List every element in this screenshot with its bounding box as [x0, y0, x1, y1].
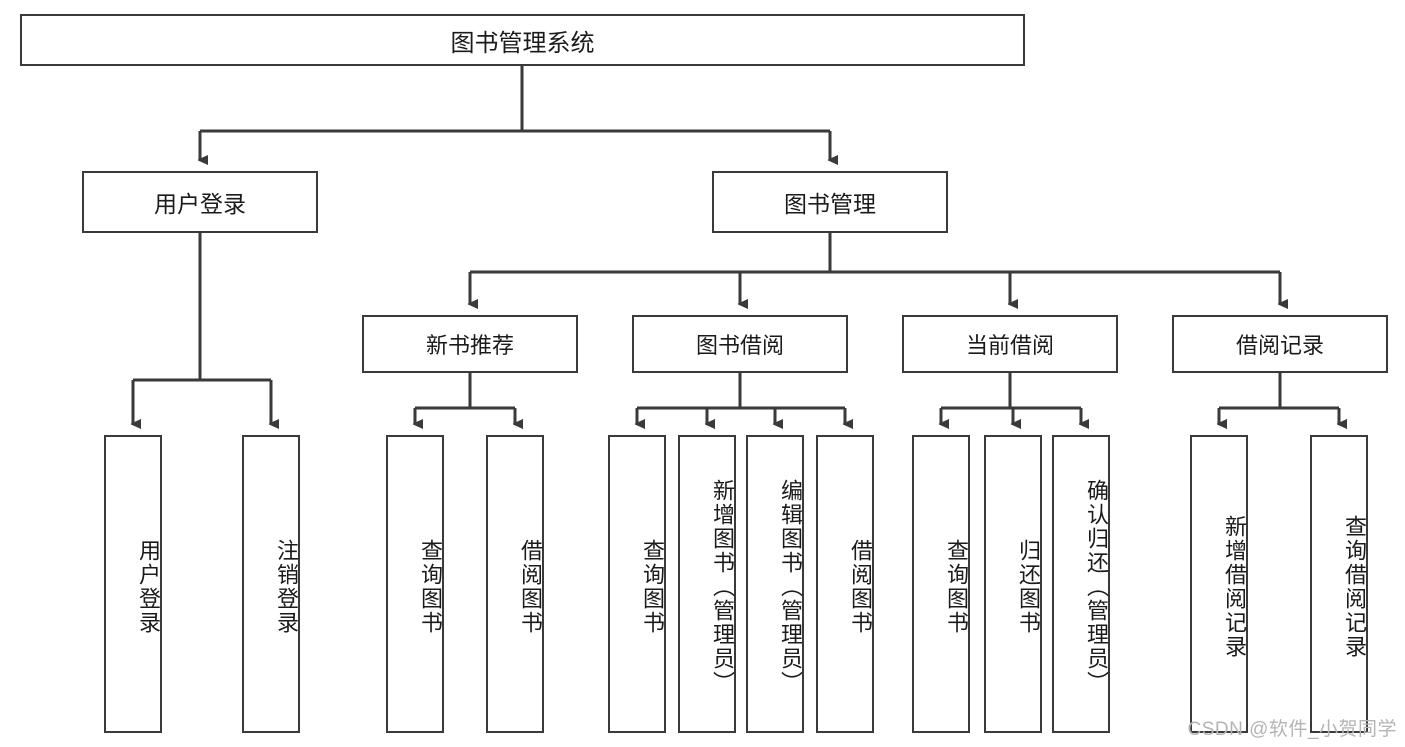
node-book-borrow[interactable]: 图书借阅: [632, 315, 848, 373]
node-leaf-query-record-label: 查询借阅记录: [1342, 515, 1367, 659]
node-leaf-add-record[interactable]: 新增借阅记录: [1190, 435, 1248, 733]
node-leaf-query-book-1[interactable]: 查询图书: [386, 435, 444, 733]
node-book-manage-label: 图书管理: [784, 191, 876, 217]
node-leaf-borrow-book-2-label: 借阅图书: [848, 539, 873, 635]
node-leaf-edit-book[interactable]: 编辑图书（管理员）: [746, 435, 804, 733]
node-leaf-query-book-2[interactable]: 查询图书: [608, 435, 666, 733]
node-leaf-add-record-label: 新增借阅记录: [1222, 515, 1247, 659]
node-borrow-record-label: 借阅记录: [1235, 333, 1324, 358]
node-leaf-user-login-label: 用户登录: [136, 539, 161, 635]
node-leaf-query-record[interactable]: 查询借阅记录: [1310, 435, 1368, 733]
node-current-borrow-label: 当前借阅: [965, 333, 1054, 358]
node-leaf-add-book-label: 新增图书（管理员）: [710, 479, 735, 695]
node-leaf-user-login[interactable]: 用户登录: [104, 435, 162, 733]
node-leaf-add-book[interactable]: 新增图书（管理员）: [678, 435, 736, 733]
node-user-login[interactable]: 用户登录: [82, 171, 318, 233]
node-book-borrow-label: 图书借阅: [695, 333, 784, 358]
csdn-watermark: CSDN @软件_小贺同学: [1187, 719, 1397, 740]
node-leaf-edit-book-label: 编辑图书（管理员）: [778, 479, 803, 695]
node-user-login-label: 用户登录: [154, 191, 246, 217]
node-borrow-record[interactable]: 借阅记录: [1172, 315, 1388, 373]
node-root[interactable]: 图书管理系统: [20, 14, 1025, 66]
node-leaf-borrow-book-2[interactable]: 借阅图书: [816, 435, 874, 733]
node-leaf-borrow-book-1-label: 借阅图书: [518, 539, 543, 635]
node-book-manage[interactable]: 图书管理: [712, 171, 948, 233]
node-leaf-query-book-3-label: 查询图书: [944, 539, 969, 635]
node-leaf-confirm-return[interactable]: 确认归还（管理员）: [1052, 435, 1110, 733]
node-new-book-recommend[interactable]: 新书推荐: [362, 315, 578, 373]
node-leaf-borrow-book-1[interactable]: 借阅图书: [486, 435, 544, 733]
node-current-borrow[interactable]: 当前借阅: [902, 315, 1118, 373]
node-new-book-recommend-label: 新书推荐: [425, 333, 514, 358]
node-leaf-confirm-return-label: 确认归还（管理员）: [1084, 479, 1109, 695]
node-leaf-query-book-2-label: 查询图书: [640, 539, 665, 635]
node-leaf-user-logout-label: 注销登录: [274, 539, 299, 635]
node-leaf-user-logout[interactable]: 注销登录: [242, 435, 300, 733]
node-leaf-return-book-label: 归还图书: [1016, 539, 1041, 635]
node-root-label: 图书管理系统: [450, 29, 595, 57]
node-leaf-return-book[interactable]: 归还图书: [984, 435, 1042, 733]
node-leaf-query-book-1-label: 查询图书: [418, 539, 443, 635]
node-leaf-query-book-3[interactable]: 查询图书: [912, 435, 970, 733]
